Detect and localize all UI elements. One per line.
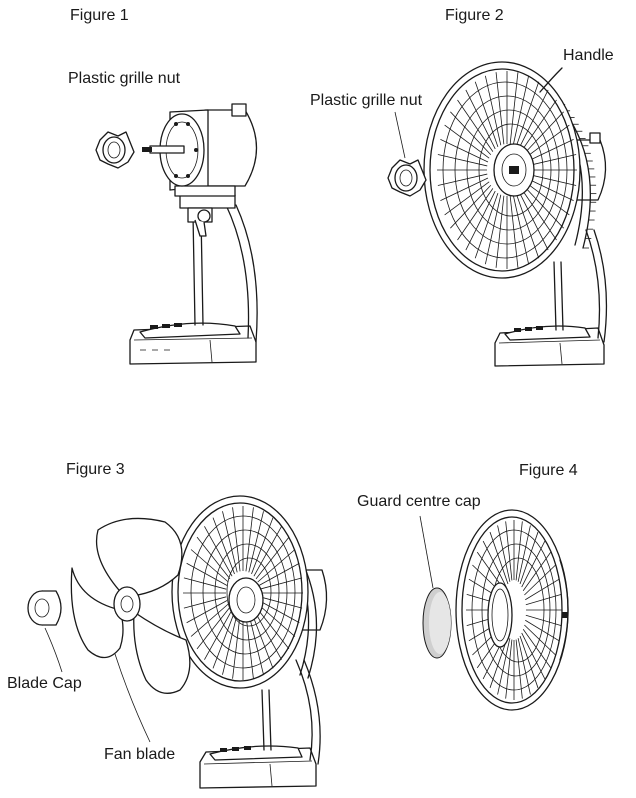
figure-4-guard-cap-label: Guard centre cap (357, 493, 481, 510)
figure-1-motor-assembly (95, 103, 258, 365)
figure-2-grille-nut (387, 159, 427, 197)
figure-3-fan-blade-label: Fan blade (104, 746, 176, 763)
figure-3-blade-cap (27, 590, 62, 626)
figure-2-title: Figure 2 (445, 7, 504, 24)
figure-4-guard-centre-cap (422, 587, 452, 659)
figure-3-fan-blade (70, 517, 191, 694)
figure-4-title: Figure 4 (519, 462, 578, 479)
figure-2-handle-label: Handle (563, 47, 614, 64)
figure-2-grille-nut-label: Plastic grille nut (310, 92, 423, 109)
figure-3-blade-assembly (27, 495, 328, 789)
figure-1-grille-nut (95, 131, 135, 169)
figure-3-blade-cap-label: Blade Cap (7, 675, 82, 692)
figure-1-title: Figure 1 (70, 7, 129, 24)
figure-2-grille-assembly (387, 61, 608, 367)
figure-3-title: Figure 3 (66, 461, 125, 478)
figure-1-grille-nut-label: Plastic grille nut (68, 70, 181, 87)
figure-4-front-guard (419, 509, 569, 711)
